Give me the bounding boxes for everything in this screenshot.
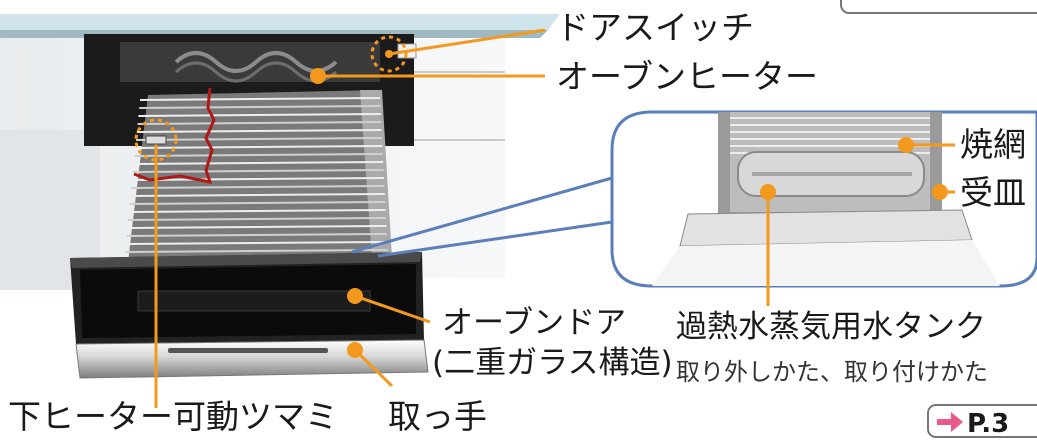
label-oven-door: オーブンドア — [442, 305, 627, 341]
label-water-tank: 過熱水蒸気用水タンク — [676, 309, 986, 345]
rack-bar — [128, 209, 386, 213]
rack-bar — [133, 161, 384, 165]
oven-heater-coil — [174, 51, 338, 73]
rack-bar — [139, 105, 381, 109]
counter-top — [0, 14, 560, 30]
rack-bar — [136, 129, 382, 133]
arrow-right-icon — [937, 412, 963, 432]
door-handle — [75, 339, 429, 379]
callout-closeup — [652, 112, 1000, 286]
rack-bar — [135, 137, 383, 141]
leader-lines — [154, 28, 955, 408]
label-water-tank-note: 取り外しかた、取り付けかた — [676, 358, 988, 386]
lower-heater-knob — [145, 135, 167, 145]
rack-bar — [130, 193, 385, 197]
lower-heater-knob-ring — [134, 118, 178, 162]
water-tank-dot — [760, 184, 776, 200]
closeup-door-front — [652, 240, 1000, 286]
handle-grip — [168, 348, 328, 353]
page-reference-link[interactable]: P.3 — [927, 404, 1037, 439]
label-oven-heater: オーブンヒーター — [556, 57, 819, 96]
rack-bar — [135, 145, 383, 149]
label-handle: 取っ手 — [388, 397, 487, 436]
corner-frame — [840, 0, 1037, 14]
label-grill-rack: 焼網 — [960, 125, 1026, 164]
handle-dot — [347, 342, 363, 358]
oven-door-dot — [347, 288, 363, 304]
label-drip-tray: 受皿 — [960, 173, 1026, 212]
rack-bar — [127, 225, 387, 229]
rack-bar — [131, 185, 385, 189]
oven-heater-dot — [310, 68, 326, 84]
oven-door-top-edge — [70, 252, 422, 268]
label-lower-heater-knob: 下ヒーター可動ツマミ — [8, 397, 338, 436]
cutaway-edge — [133, 87, 216, 184]
door-switch-dot — [385, 50, 393, 58]
rack-bar — [125, 241, 388, 245]
leader-handle — [353, 348, 394, 388]
rack-bar — [129, 201, 386, 205]
tank-groove — [752, 172, 912, 176]
rack-bar — [137, 121, 382, 125]
door-switch-marker-ring — [370, 35, 408, 73]
oven-heater-coil — [174, 61, 338, 83]
label-oven-door-structure: (二重ガラス構造) — [432, 345, 673, 381]
rack-bar — [134, 153, 383, 157]
callout-pointer-lower — [377, 220, 613, 258]
rack-bar — [124, 249, 388, 253]
grill-rack-dot — [898, 137, 914, 153]
callout-pointer-upper — [351, 176, 613, 254]
label-door-switch: ドアスイッチ — [556, 8, 754, 47]
drip-tray-dot — [932, 184, 948, 200]
leader-door-switch — [388, 28, 546, 56]
closeup-door-top — [679, 209, 973, 247]
rack-bar — [131, 177, 385, 181]
marker-dots — [134, 35, 948, 358]
grill-rack — [124, 97, 388, 253]
rack-bar — [127, 217, 387, 221]
rack-bar — [126, 233, 387, 237]
leader-oven-door — [354, 294, 431, 324]
rack-bar — [139, 97, 381, 101]
rack-bar — [132, 169, 384, 173]
rack-bar — [138, 113, 381, 117]
oven-door-window — [137, 290, 371, 312]
page-reference-text: P.3 — [967, 409, 1010, 439]
drawer-right-wall — [360, 90, 392, 258]
